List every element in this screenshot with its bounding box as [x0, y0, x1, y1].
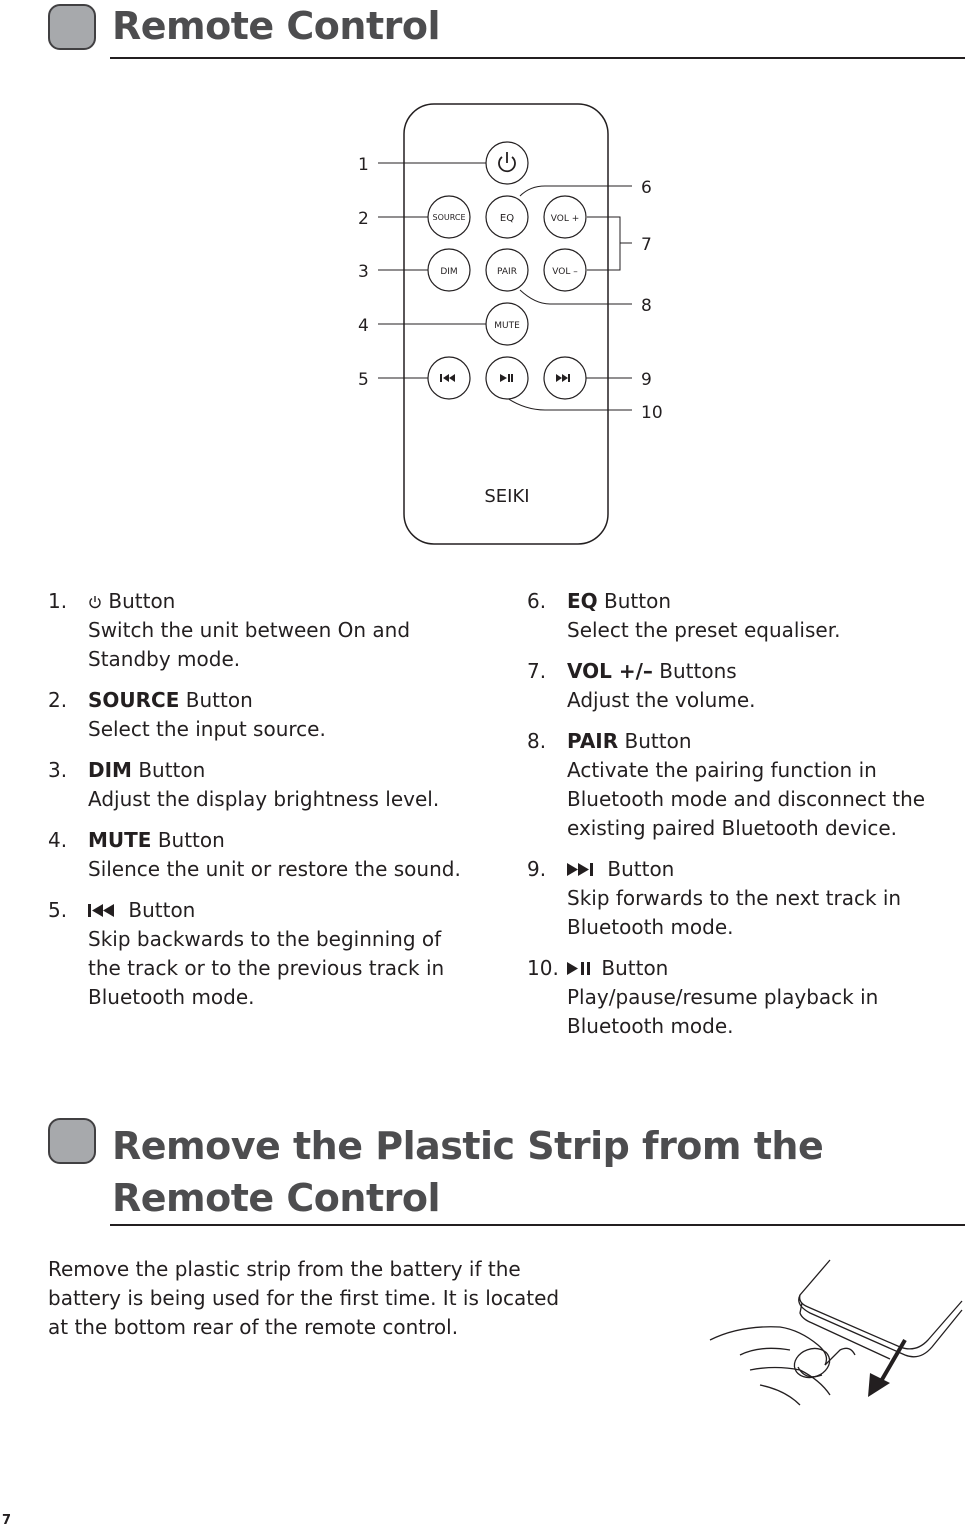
- list-item: 6. EQ Button Select the preset equaliser…: [527, 587, 947, 645]
- callout-2: 2: [358, 209, 369, 229]
- item-description: Silence the unit or restore the sound.: [88, 857, 461, 881]
- section-icon: [48, 4, 96, 50]
- item-name: PAIR: [567, 729, 619, 753]
- mute-label: MUTE: [494, 321, 520, 331]
- item-number: 3.: [48, 758, 68, 782]
- item-description: Activate the pairing function in Bluetoo…: [567, 758, 926, 840]
- item-number: 8.: [527, 729, 547, 753]
- callout-6: 6: [641, 178, 652, 198]
- item-number: 1.: [48, 589, 68, 613]
- section-divider: [110, 1224, 965, 1226]
- previous-track-icon: [88, 896, 122, 925]
- section-title-remote-control: Remote Control: [112, 4, 441, 48]
- section-icon: [48, 1118, 96, 1164]
- source-label: SOURCE: [432, 213, 465, 222]
- item-description: Switch the unit between On and Standby m…: [88, 618, 411, 671]
- callout-9: 9: [641, 370, 652, 390]
- item-suffix: Button: [157, 828, 225, 852]
- item-suffix: Button: [128, 898, 196, 922]
- play-pause-icon: [500, 374, 513, 382]
- item-suffix: Button: [607, 857, 675, 881]
- item-name: VOL +/–: [567, 659, 653, 683]
- source-button: [427, 195, 471, 239]
- plastic-strip-instructions: Remove the plastic strip from the batter…: [48, 1257, 560, 1339]
- previous-track-icon: [440, 374, 455, 382]
- pair-button: [485, 248, 529, 292]
- dim-button: [427, 248, 471, 292]
- item-suffix: Button: [185, 688, 253, 712]
- item-number: 9.: [527, 857, 547, 881]
- dim-label: DIM: [440, 267, 457, 277]
- item-number: 5.: [48, 898, 68, 922]
- item-description: Skip forwards to the next track in Bluet…: [567, 886, 902, 939]
- list-item: 4. MUTE Button Silence the unit or resto…: [48, 826, 478, 884]
- power-icon: [88, 587, 102, 616]
- item-description: Adjust the display brightness level.: [88, 787, 440, 811]
- item-suffix: Button: [108, 589, 176, 613]
- brand-logo: SEIKI: [484, 486, 529, 507]
- vol-plus-label: VOL +: [551, 214, 580, 224]
- item-suffix: Buttons: [659, 659, 737, 683]
- item-suffix: Button: [138, 758, 206, 782]
- item-name: MUTE: [88, 828, 152, 852]
- callout-5: 5: [358, 370, 369, 390]
- item-description: Skip backwards to the beginning of the t…: [88, 927, 445, 1009]
- list-item: 1. Button Switch the unit between On and…: [48, 587, 478, 674]
- item-number: 7.: [527, 659, 547, 683]
- remote-control-illustration: 1 2 3 4 5 6 7 8 9 10 SOURCE EQ VOL + DIM…: [358, 103, 663, 545]
- eq-button: [485, 195, 529, 239]
- item-suffix: Button: [604, 589, 672, 613]
- vol-minus-label: VOL –: [552, 267, 578, 277]
- section-divider: [110, 57, 965, 59]
- hand-pulling-strip-illustration: [709, 1259, 963, 1406]
- list-item: 2. SOURCE Button Select the input source…: [48, 686, 478, 744]
- item-name: DIM: [88, 758, 132, 782]
- mute-button: [485, 302, 529, 346]
- button-list-left: 1. Button Switch the unit between On and…: [48, 587, 478, 1024]
- item-name: SOURCE: [88, 688, 180, 712]
- next-track-icon: [556, 374, 570, 382]
- item-number: 4.: [48, 828, 68, 852]
- item-description: Play/pause/resume playback in Bluetooth …: [567, 985, 879, 1038]
- item-name: EQ: [567, 589, 598, 613]
- list-item: 3. DIM Button Adjust the display brightn…: [48, 756, 478, 814]
- page-number: 7: [2, 1513, 12, 1528]
- item-suffix: Button: [624, 729, 692, 753]
- list-item: 9. Button Skip forwards to the next trac…: [527, 855, 947, 942]
- item-description: Adjust the volume.: [567, 688, 756, 712]
- item-description: Select the preset equaliser.: [567, 618, 841, 642]
- button-list-right: 6. EQ Button Select the preset equaliser…: [527, 587, 947, 1053]
- section-title-plastic-strip: Remove the Plastic Strip from the Remote…: [112, 1124, 824, 1220]
- power-icon: [498, 152, 516, 173]
- list-item: 10. Button Play/pause/resume playback in…: [527, 954, 947, 1041]
- play-pause-icon: [567, 954, 595, 983]
- callout-7: 7: [641, 235, 652, 255]
- item-suffix: Button: [601, 956, 669, 980]
- list-item: 8. PAIR Button Activate the pairing func…: [527, 727, 947, 843]
- callout-10: 10: [641, 403, 663, 423]
- item-number: 2.: [48, 688, 68, 712]
- arrow-icon: [868, 1338, 907, 1397]
- item-number: 10.: [527, 956, 559, 980]
- list-item: 5. Button Skip backwards to the beginnin…: [48, 896, 478, 1012]
- next-track-icon: [567, 855, 601, 884]
- callout-3: 3: [358, 262, 369, 282]
- vol-plus-button: [543, 195, 587, 239]
- callout-1: 1: [358, 155, 369, 175]
- callout-8: 8: [641, 296, 652, 316]
- pair-label: PAIR: [497, 267, 517, 277]
- list-item: 7. VOL +/– Buttons Adjust the volume.: [527, 657, 947, 715]
- callout-4: 4: [358, 316, 369, 336]
- vol-minus-button: [543, 248, 587, 292]
- item-description: Select the input source.: [88, 717, 326, 741]
- item-number: 6.: [527, 589, 547, 613]
- eq-label: EQ: [500, 213, 514, 224]
